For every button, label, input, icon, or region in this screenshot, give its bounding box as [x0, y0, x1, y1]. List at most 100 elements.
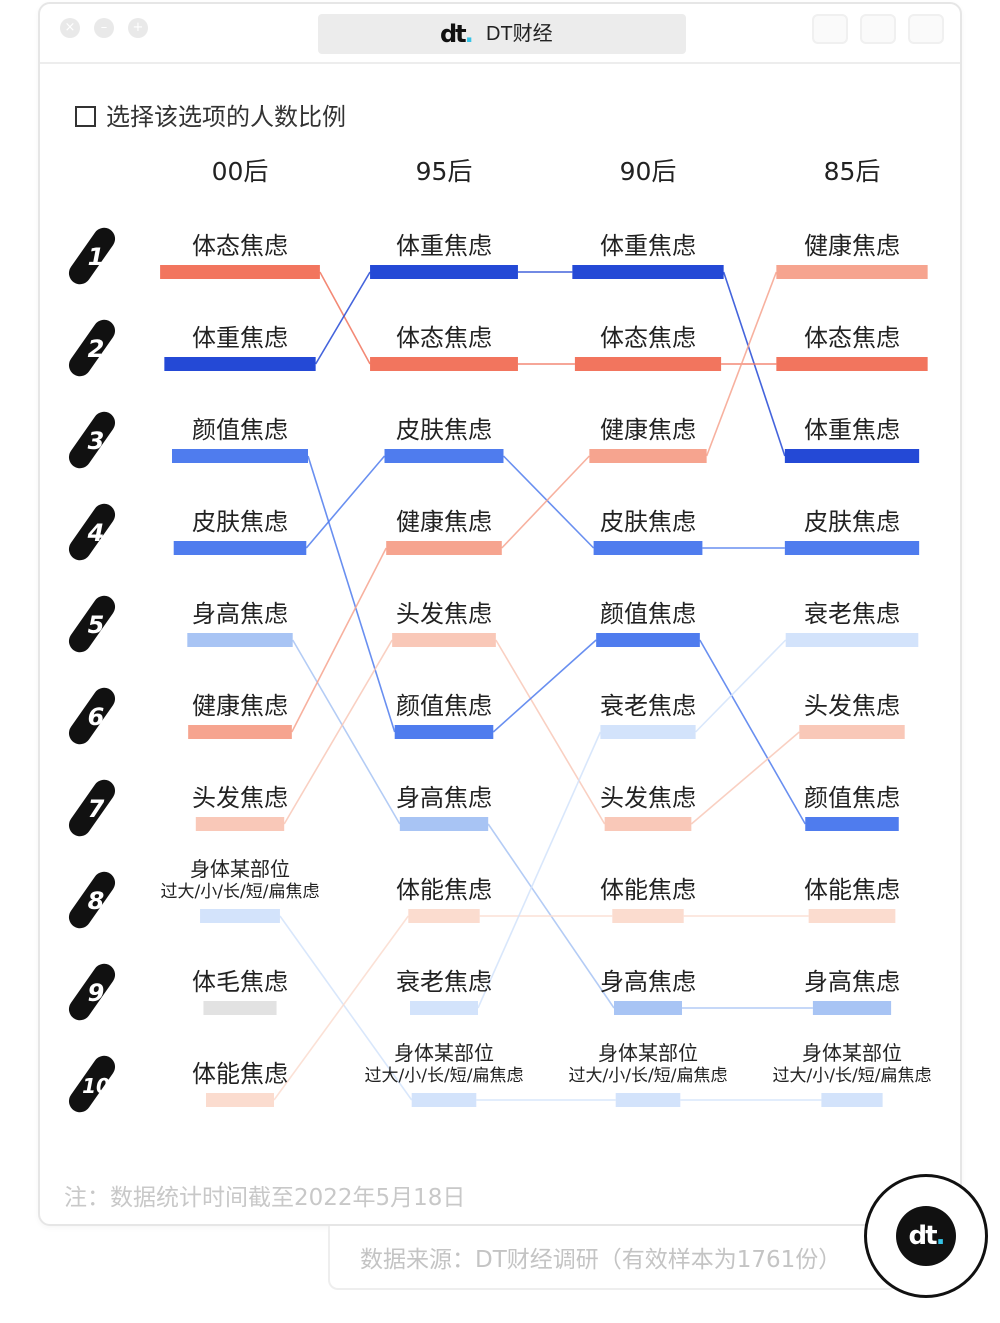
connector-line — [319, 271, 371, 365]
item-label: 身高焦虑 — [192, 600, 288, 628]
bar — [614, 1001, 682, 1015]
rank-number: 10 — [82, 1074, 110, 1098]
bar — [812, 1001, 892, 1015]
rank-badge-shape — [68, 779, 116, 837]
bar — [593, 541, 703, 555]
item-label: 体能焦虑 — [804, 876, 900, 904]
copy-button[interactable] — [908, 14, 944, 44]
item-label-line: 身体某部位 — [394, 1041, 494, 1065]
bar — [572, 265, 724, 279]
item-label: 体态焦虑 — [192, 232, 288, 260]
connector-line — [695, 639, 787, 733]
bar — [408, 909, 480, 923]
connector-line — [690, 731, 800, 825]
window-title: DT财经 — [486, 23, 553, 45]
minimize-icon[interactable]: – — [94, 18, 114, 38]
item-label: 皮肤焦虑 — [396, 416, 492, 444]
rank-badge-shape — [68, 411, 116, 469]
connector-line — [279, 915, 413, 1101]
item-label-line: 身体某部位 — [598, 1041, 698, 1065]
connector-line — [699, 639, 806, 825]
rank-badge-shape — [68, 1055, 116, 1113]
rank-badge-shape — [68, 871, 116, 929]
bar — [172, 449, 308, 463]
connector-line — [307, 455, 396, 733]
item-labels: 体态焦虑体重焦虑颜值焦虑皮肤焦虑身高焦虑健康焦虑头发焦虑身体某部位过大/小/长/… — [161, 232, 932, 1088]
item-label: 健康焦虑 — [600, 416, 696, 444]
rank-badge: 5 — [68, 595, 116, 653]
item-label: 体重焦虑 — [192, 324, 288, 352]
item-label: 颜值焦虑 — [192, 416, 288, 444]
bar — [600, 725, 696, 739]
rank-badge-shape — [68, 963, 116, 1021]
column-header: 95后 — [416, 157, 473, 186]
bar — [574, 357, 722, 371]
item-label: 体毛焦虑 — [192, 968, 288, 996]
rank-badge-shape — [68, 319, 116, 377]
connector-line — [273, 915, 409, 1101]
rank-badge-shape — [68, 687, 116, 745]
bar — [784, 541, 920, 555]
item-label: 头发焦虑 — [600, 784, 696, 812]
connector-line — [292, 639, 401, 825]
column-header: 85后 — [824, 157, 881, 186]
item-label-line: 身体某部位 — [190, 857, 290, 881]
item-label: 体重焦虑 — [804, 416, 900, 444]
rank-badge: 6 — [68, 687, 116, 745]
item-label: 身体某部位过大/小/长/短/扁焦虑 — [161, 857, 320, 902]
connector-line — [501, 455, 590, 549]
rank-badge: 10 — [68, 1055, 116, 1113]
chart-legend: 选择该选项的人数比例 — [75, 103, 346, 131]
bar — [776, 357, 928, 371]
zoom-icon[interactable]: + — [128, 18, 148, 38]
bar — [206, 1093, 274, 1107]
bar — [596, 633, 700, 647]
item-label: 体能焦虑 — [600, 876, 696, 904]
rank-number: 6 — [88, 703, 105, 731]
rank-number: 5 — [88, 611, 105, 639]
bar — [164, 357, 316, 371]
item-label: 体能焦虑 — [396, 876, 492, 904]
connector-line — [314, 271, 371, 365]
bar — [785, 633, 919, 647]
bar — [799, 725, 905, 739]
rank-number: 7 — [88, 795, 105, 823]
rank-badge-shape — [68, 595, 116, 653]
item-label: 头发焦虑 — [804, 692, 900, 720]
rank-badge: 9 — [68, 963, 116, 1021]
rank-badge: 7 — [68, 779, 116, 837]
bar — [384, 449, 504, 463]
bar — [386, 541, 502, 555]
rank-badge-shape — [68, 227, 116, 285]
footnote: 注：数据统计时间截至2022年5月18日 — [64, 1185, 466, 1211]
item-label: 颜值焦虑 — [600, 600, 696, 628]
record-button[interactable] — [812, 14, 848, 44]
app-window: × – + dt. DT财经 — [38, 2, 962, 1226]
connector-line — [477, 731, 602, 1009]
item-label: 体重焦虑 — [600, 232, 696, 260]
item-label-line: 过大/小/长/短/扁焦虑 — [569, 1066, 728, 1086]
bar — [188, 725, 292, 739]
item-label: 身高焦虑 — [804, 968, 900, 996]
share-button[interactable] — [860, 14, 896, 44]
rank-badge: 1 — [68, 227, 116, 285]
title-bar: × – + dt. DT财经 — [40, 4, 960, 64]
bar — [160, 265, 320, 279]
item-label-line: 过大/小/长/短/扁焦虑 — [161, 882, 320, 902]
item-label-line: 过大/小/长/短/扁焦虑 — [365, 1066, 524, 1086]
bar — [411, 1093, 477, 1107]
item-label: 身体某部位过大/小/长/短/扁焦虑 — [773, 1041, 932, 1086]
item-label-line: 身体某部位 — [802, 1041, 902, 1065]
item-label: 头发焦虑 — [396, 600, 492, 628]
rank-badge: 8 — [68, 871, 116, 929]
bar — [805, 817, 899, 831]
connector-lines — [273, 271, 822, 1101]
bar — [370, 265, 518, 279]
data-source: 数据来源：DT财经调研（有效样本为1761份） — [360, 1247, 842, 1273]
source-card — [328, 1226, 898, 1290]
bar — [370, 357, 518, 371]
checkbox-square-icon — [75, 106, 96, 127]
close-icon[interactable]: × — [60, 18, 80, 38]
item-label: 身高焦虑 — [396, 784, 492, 812]
